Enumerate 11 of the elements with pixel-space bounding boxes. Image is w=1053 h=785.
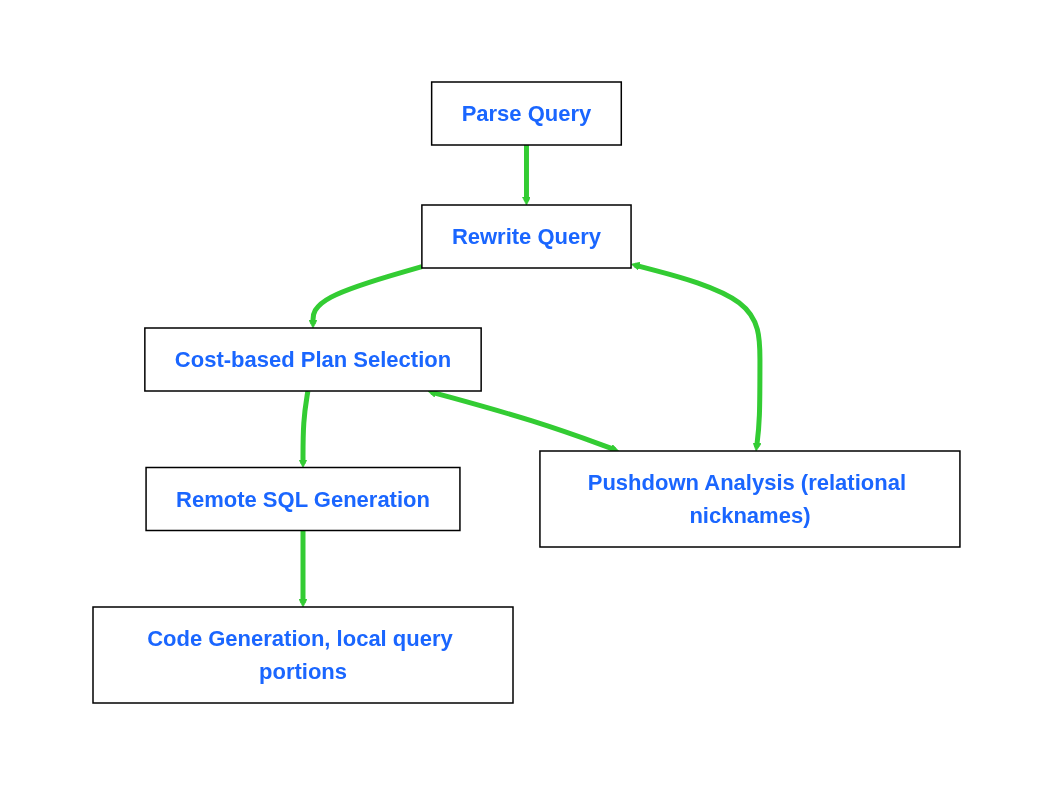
arrow <box>298 390 311 468</box>
arrow <box>308 264 423 329</box>
node-box: Pushdown Analysis (relational nicknames) <box>539 450 961 548</box>
arrow <box>298 530 308 608</box>
node-box: Cost-based Plan Selection <box>144 327 482 392</box>
node-box: Remote SQL Generation <box>145 466 461 532</box>
node-box: Rewrite Query <box>421 204 632 269</box>
arrow <box>522 145 531 206</box>
arrow <box>631 261 763 452</box>
node-box: Parse Query <box>430 81 623 146</box>
node-box: Code Generation, local query portions <box>92 606 514 704</box>
